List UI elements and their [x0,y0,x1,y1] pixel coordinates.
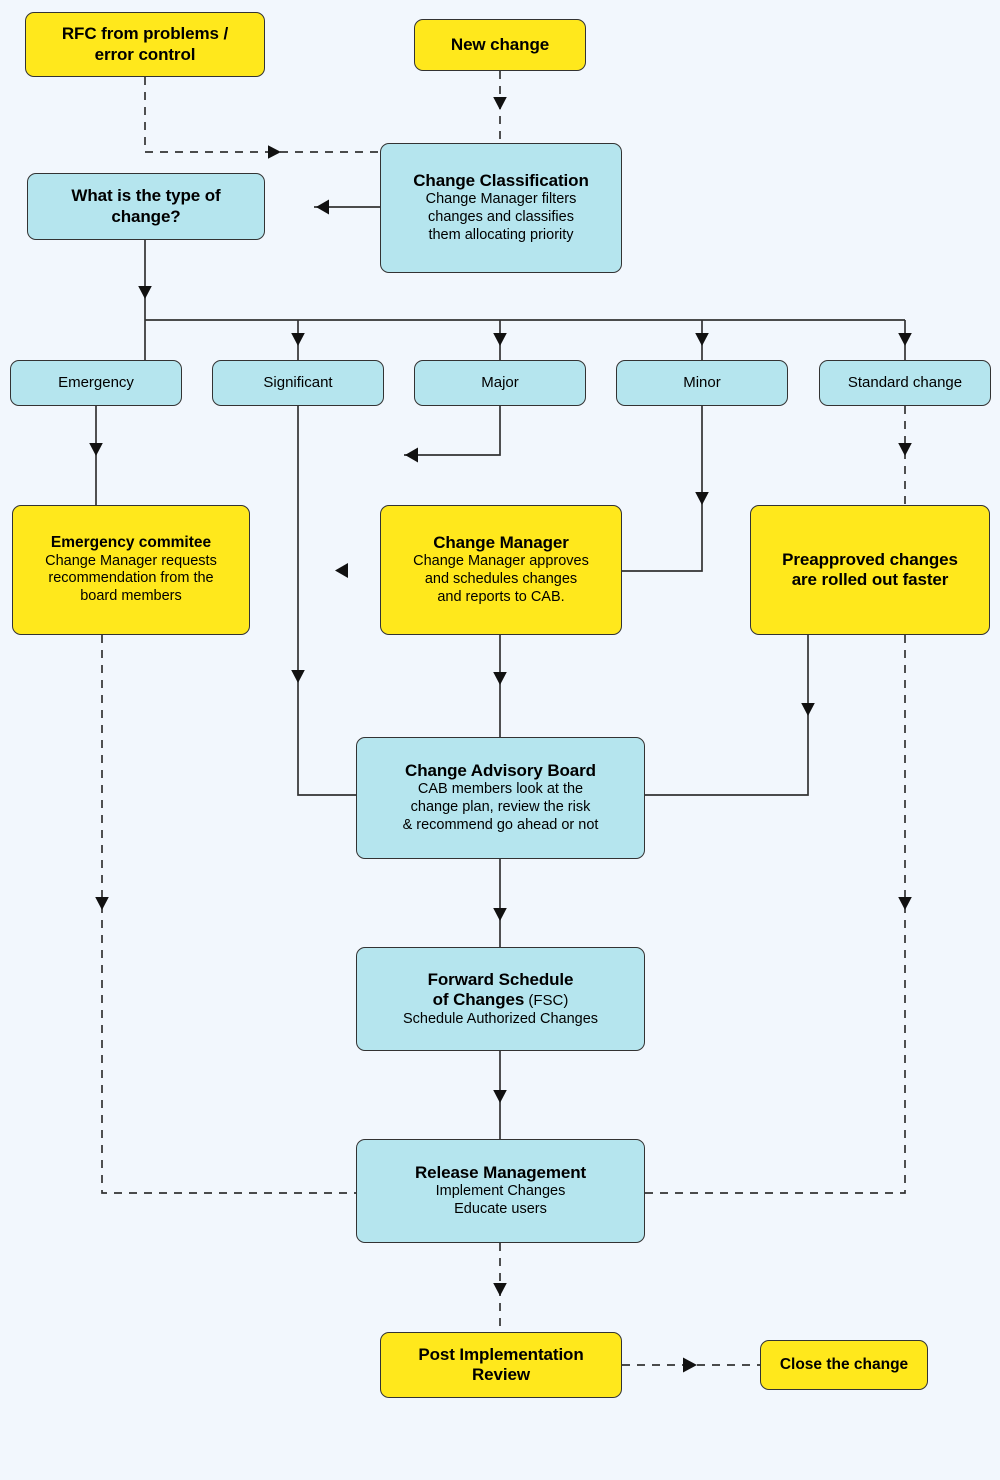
node-preapproved-line1: Preapproved changes [782,549,958,569]
edge-pir-close-arrowhead [683,1357,697,1373]
node-major-label: Major [481,374,519,392]
node-post-implementation-review[interactable]: Post Implementation Review [380,1332,622,1398]
edge-major-to-change-manager [404,406,501,456]
edge-rfc-arrowhead [268,145,281,159]
edge-preapproved-to-release [645,635,906,1194]
node-fsc-title-line1: Forward Schedule [427,969,574,989]
edge-new-change-arrowhead [493,97,507,110]
edge-cab-fsc-arrowhead [493,908,507,921]
node-emergency-committee[interactable]: Emergency commitee Change Manager reques… [12,505,250,635]
node-release-management-title: Release Management [414,1163,587,1183]
node-preapproved-line2: are rolled out faster [791,570,949,589]
edge-minor-arrowhead [695,492,709,505]
node-minor[interactable]: Minor [616,360,788,406]
node-emergency-committee-title: Emergency commitee [50,534,212,552]
edge-standard-preapproved-arrowhead [898,443,912,456]
node-release-management-sub1: Implement Changes [435,1183,566,1200]
node-major[interactable]: Major [414,360,586,406]
edge-rfc-to-classification [144,77,380,153]
node-emergency-committee-sub3: board members [80,587,182,604]
node-cab[interactable]: Change Advisory Board CAB members look a… [356,737,645,859]
edge-emergency-arrowhead [89,443,103,456]
node-fsc-sub1: Schedule Authorized Changes [402,1010,599,1027]
edge-classification-arrowhead [316,199,329,215]
node-change-manager-title: Change Manager [433,533,569,553]
node-change-classification-sub2: changes and classifies [428,209,574,226]
edge-change-manager-left-arrowhead [335,563,348,578]
node-cab-sub3: & recommend go ahead or not [402,816,599,833]
node-type-question[interactable]: What is the type of change? [27,173,265,240]
node-fsc[interactable]: Forward Schedule of Changes (FSC) Schedu… [356,947,645,1051]
node-significant-label: Significant [263,374,333,392]
edge-major-arrowhead [405,447,418,463]
node-fsc-title-line2: of Changes [432,989,525,1009]
node-rfc[interactable]: RFC from problems / error control [25,12,265,77]
node-cab-title: Change Advisory Board [405,761,596,781]
node-new-change[interactable]: New change [414,19,586,71]
edge-release-pir-arrowhead [493,1283,507,1296]
node-fsc-title-suffix: (FSC) [524,991,569,1009]
edge-preapproved-to-cab [645,635,809,796]
edge-significant-arrowhead [291,670,305,683]
node-emergency-committee-sub1: Change Manager requests [45,552,217,569]
node-standard-change[interactable]: Standard change [819,360,991,406]
edge-significant-to-cab [297,406,356,796]
edge-bar-to-minor-arrowhead [695,333,709,346]
node-pir-line1: Post Implementation [418,1344,584,1364]
edge-bar-to-major-arrowhead [493,333,507,346]
edge-bar-to-significant-arrowhead [291,333,305,346]
node-change-manager-sub2: and schedules changes [424,571,578,588]
node-release-management[interactable]: Release Management Implement Changes Edu… [356,1139,645,1243]
node-new-change-label: New change [450,34,550,54]
node-emergency-committee-sub2: recommendation from the [48,570,214,587]
edge-type-question-arrowhead [138,286,152,299]
node-type-question-line1: What is the type of [71,186,221,206]
edge-preapproved-release-arrowhead [898,897,912,910]
edge-fsc-release-arrowhead [493,1090,507,1103]
node-change-manager-sub1: Change Manager approves [413,553,589,570]
node-rfc-line2: error control [94,44,196,64]
edge-preapproved-cab-arrowhead [801,703,815,716]
node-emergency-label: Emergency [58,374,134,392]
node-change-manager[interactable]: Change Manager Change Manager approves a… [380,505,622,635]
edge-change-manager-arrowhead [493,672,507,685]
node-standard-change-label: Standard change [847,374,963,392]
node-pir-line2: Review [472,1365,530,1384]
node-minor-label: Minor [683,374,721,392]
node-cab-sub2: change plan, review the risk [410,799,591,816]
node-change-classification-sub3: them allocating priority [428,226,574,243]
node-type-question-line2: change? [111,206,181,226]
edge-minor-to-change-manager [622,406,703,572]
node-rfc-line1: RFC from problems / [61,24,229,44]
node-close-the-change[interactable]: Close the change [760,1340,928,1390]
node-close-the-change-label: Close the change [779,1355,909,1373]
node-release-management-sub2: Educate users [454,1201,547,1218]
edge-bar-to-standard-arrowhead [898,333,912,346]
node-change-classification[interactable]: Change Classification Change Manager fil… [380,143,622,273]
node-fsc-title-line2-wrap: of Changes (FSC) [433,990,569,1011]
node-cab-sub1: CAB members look at the [417,781,584,798]
node-emergency[interactable]: Emergency [10,360,182,406]
node-change-classification-sub1: Change Manager filters [425,191,577,208]
node-change-manager-sub3: and reports to CAB. [437,588,565,605]
node-change-classification-title: Change Classification [413,171,589,191]
node-significant[interactable]: Significant [212,360,384,406]
edge-committee-to-release [101,635,356,1194]
node-preapproved[interactable]: Preapproved changes are rolled out faste… [750,505,990,635]
edge-committee-release-arrowhead [95,897,109,910]
